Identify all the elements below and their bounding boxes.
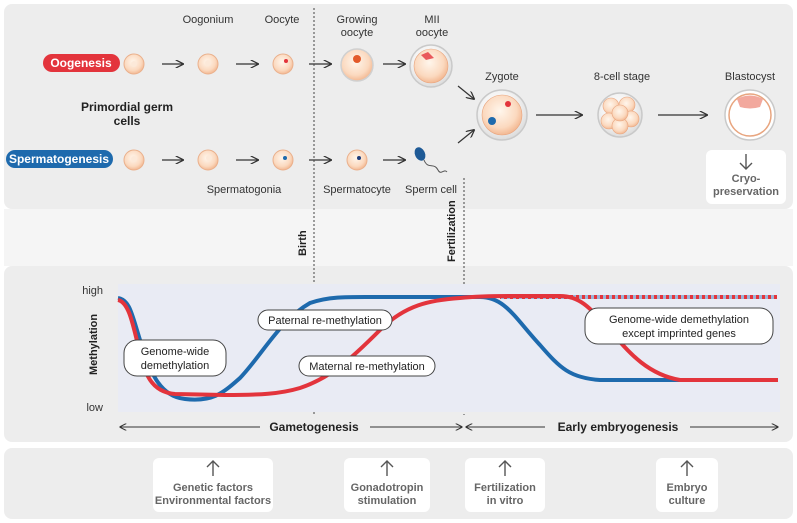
nucleus: [353, 55, 361, 63]
birth-label: Birth: [297, 230, 309, 256]
callout-paternal: [257, 309, 393, 331]
arrow: [457, 130, 474, 144]
label-blastocyst: Blastocyst: [725, 71, 775, 83]
factor-box-ivf: Fertilization in vitro: [465, 458, 545, 512]
spermatogenesis-label: Spermatogenesis: [9, 152, 109, 166]
imprinted-genes-line: [500, 295, 777, 299]
nucleus: [283, 156, 287, 160]
callout-genome-wide-2: demethylation: [141, 360, 210, 372]
callout-maternal: [298, 355, 436, 377]
label-oocyte: Oocyte: [265, 14, 300, 26]
gap-panel: [4, 209, 793, 266]
cell-spermatocyte: [346, 149, 368, 171]
factor-label-2: Environmental factors: [155, 495, 271, 507]
callout-demeth-except-1: Genome-wide demethylation: [609, 314, 749, 326]
factor-label-1: Gonadotropin: [351, 482, 424, 494]
callout-paternal-label: Paternal re-methylation: [268, 315, 382, 327]
cell-growing-oocyte: [340, 48, 374, 82]
cell-spermatogonia-2: [272, 149, 294, 171]
callout-genome-wide-1: Genome-wide: [141, 346, 209, 358]
nucleus: [357, 156, 361, 160]
factor-box-genetic: Genetic factors Environmental factors: [153, 458, 273, 512]
zygote-cytoplasm: [481, 94, 523, 136]
label-zygote: Zygote: [485, 71, 519, 83]
factor-label-1: Embryo: [667, 482, 708, 494]
cell-oocyte: [272, 53, 294, 75]
fertilization-label: Fertilization: [446, 200, 458, 262]
label-spermatocyte: Spermatocyte: [323, 184, 391, 196]
cryo-label-2: preservation: [713, 186, 779, 198]
embryogenesis-label: Early embryogenesis: [558, 420, 679, 434]
label-8cell: 8-cell stage: [594, 71, 650, 83]
label-growing-2: oocyte: [341, 27, 373, 39]
callout-genome-wide: [123, 339, 227, 377]
sperm-cell-icon: [414, 147, 448, 173]
cell-8cell: [597, 92, 643, 138]
cryo-label-1: Cryo-: [732, 173, 761, 185]
nucleus: [205, 60, 211, 66]
nucleus: [131, 156, 137, 162]
y-high: high: [82, 285, 103, 297]
factor-label-1: Genetic factors: [173, 482, 253, 494]
callout-demeth-except-2: except imprinted genes: [622, 328, 736, 340]
factor-box-embryo-culture: Embryo culture: [656, 458, 718, 512]
callout-demeth-except: [584, 307, 774, 345]
label-spermatogonia: Spermatogonia: [207, 184, 282, 196]
pgc-label-2: cells: [114, 114, 141, 128]
oogenesis-label: Oogenesis: [50, 56, 112, 70]
arrow-up-icon: [498, 460, 512, 476]
arrow-up-icon: [206, 460, 220, 476]
arrow-up-icon: [680, 460, 694, 476]
paternal-pronucleus: [488, 117, 496, 125]
label-sperm-cell: Sperm cell: [405, 184, 457, 196]
factor-label-2: in vitro: [487, 495, 524, 507]
plot-area: [118, 284, 780, 412]
nucleus: [131, 61, 137, 67]
gametogenesis-label: Gametogenesis: [269, 420, 359, 434]
factor-box-gonadotropin: Gonadotropin stimulation: [344, 458, 430, 512]
factor-label-2: stimulation: [358, 495, 417, 507]
pgc-label-1: Primordial germ: [81, 100, 173, 114]
arrow: [457, 85, 474, 99]
cell-blastocyst: [724, 89, 776, 141]
mii-cytoplasm: [413, 48, 449, 84]
spermatogenesis-pill: [6, 150, 113, 168]
arrow-up-icon: [380, 460, 394, 476]
label-mii-1: MII: [424, 14, 439, 26]
oogenesis-pill: [43, 54, 120, 72]
factor-label-1: Fertilization: [474, 482, 536, 494]
nucleus: [284, 59, 288, 63]
methylation-ylabel: Methylation: [88, 314, 100, 375]
factor-label-2: culture: [669, 495, 706, 507]
callout-maternal-label: Maternal re-methylation: [309, 361, 425, 373]
nucleus: [206, 155, 212, 161]
label-oogonium: Oogonium: [183, 14, 234, 26]
maternal-pronucleus: [505, 101, 511, 107]
cryo-box: [706, 150, 786, 204]
y-low: low: [86, 402, 103, 414]
label-growing-1: Growing: [337, 14, 378, 26]
mii-spindle: [421, 52, 434, 60]
arrow-down-icon: [739, 154, 753, 170]
label-mii-2: oocyte: [416, 27, 448, 39]
